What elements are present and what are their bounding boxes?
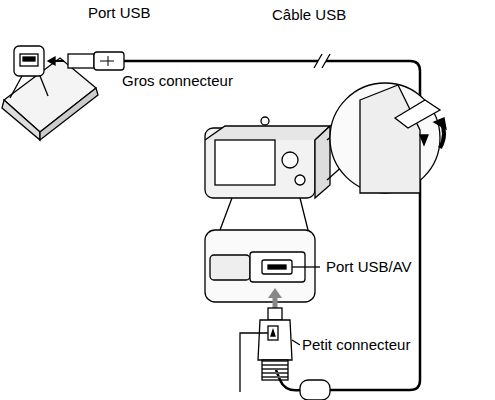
ferrite-core: [300, 380, 330, 400]
small-connector: [268, 308, 282, 320]
av-port-detail: [205, 230, 315, 302]
large-connector: [68, 54, 94, 68]
connector-label: Gros connecteur: [122, 72, 233, 90]
cable-label: Câble USB: [272, 6, 346, 24]
usb-port: [20, 54, 38, 66]
usb-cable: [124, 60, 318, 63]
port-cover-detail: [330, 83, 440, 193]
port-label: Port USB/AV: [324, 258, 414, 276]
connector-label: Petit connecteur: [300, 336, 412, 354]
port-label: Port USB: [88, 4, 151, 22]
